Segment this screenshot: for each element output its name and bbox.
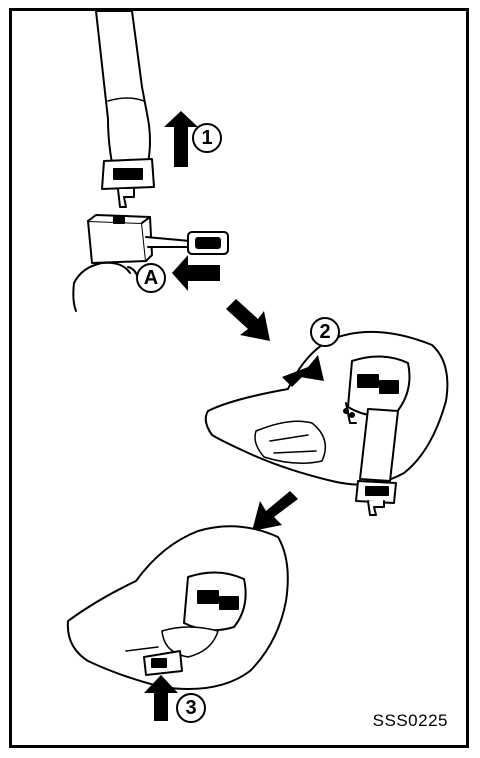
seat-belt-webbing [96,11,150,163]
step-3-marker: 3 [176,693,206,723]
arrow-left-step-a [172,255,220,291]
step-a-marker: A [136,263,166,293]
arrow-diagonal-2 [252,491,298,531]
arrow-diagonal-1 [226,299,270,341]
hand [73,263,138,311]
key [146,232,228,254]
step-1-marker: 1 [192,123,222,153]
latch-tongue [102,159,154,207]
step-2-marker: 2 [310,317,340,347]
figure-code: SSS0225 [373,711,448,731]
seat-cushion-step-2 [206,332,448,485]
seat-cushion-step-3 [68,526,288,689]
buckle-release-unit [88,215,152,263]
illustration [12,11,472,751]
figure-frame: 1 A 2 3 SSS0225 [9,8,469,748]
